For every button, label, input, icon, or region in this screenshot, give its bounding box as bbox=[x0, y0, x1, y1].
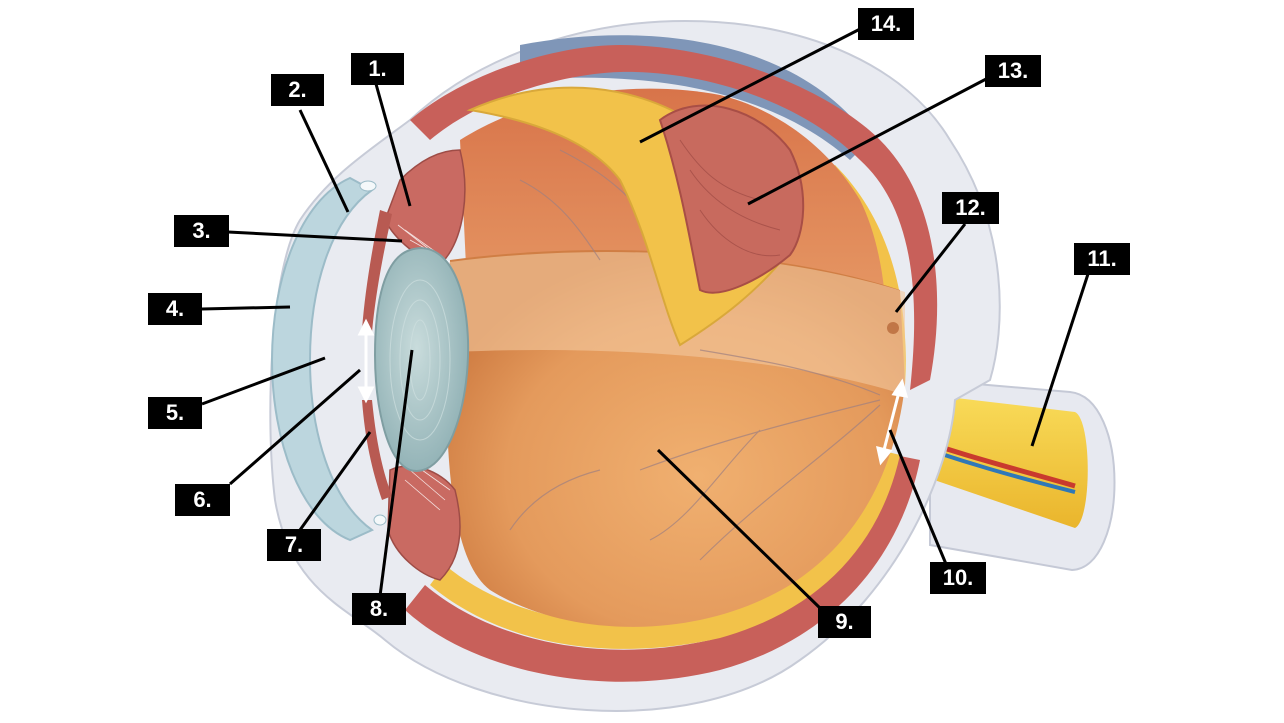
pupil-arrow bbox=[357, 318, 375, 404]
label-6: 6. bbox=[175, 484, 230, 516]
canal-of-schlemm-lower bbox=[373, 514, 387, 526]
cornea bbox=[270, 176, 374, 542]
label-5: 5. bbox=[148, 397, 202, 429]
label-13: 13. bbox=[985, 55, 1041, 87]
choroid-flap bbox=[658, 104, 805, 294]
label-14: 14. bbox=[858, 8, 914, 40]
label-1: 1. bbox=[351, 53, 404, 85]
choroid-lower bbox=[405, 455, 920, 682]
retina-lower bbox=[430, 450, 900, 649]
ciliary-body-lower bbox=[387, 465, 461, 581]
label-11: 11. bbox=[1074, 243, 1130, 275]
choroid-flap-texture bbox=[679, 139, 781, 257]
canal-of-schlemm bbox=[359, 180, 377, 192]
ciliary-body-upper bbox=[384, 149, 466, 266]
label-4: 4. bbox=[148, 293, 202, 325]
label-8: 8. bbox=[352, 593, 406, 625]
optic-disc-arrow bbox=[876, 378, 909, 466]
leader-lines bbox=[201, 26, 1090, 612]
label-2: 2. bbox=[271, 74, 324, 106]
label-10: 10. bbox=[930, 562, 986, 594]
label-3: 3. bbox=[174, 215, 229, 247]
label-7: 7. bbox=[267, 529, 321, 561]
label-9: 9. bbox=[818, 606, 871, 638]
fovea bbox=[887, 322, 899, 334]
iris-lower bbox=[362, 400, 392, 500]
label-12: 12. bbox=[942, 192, 999, 224]
